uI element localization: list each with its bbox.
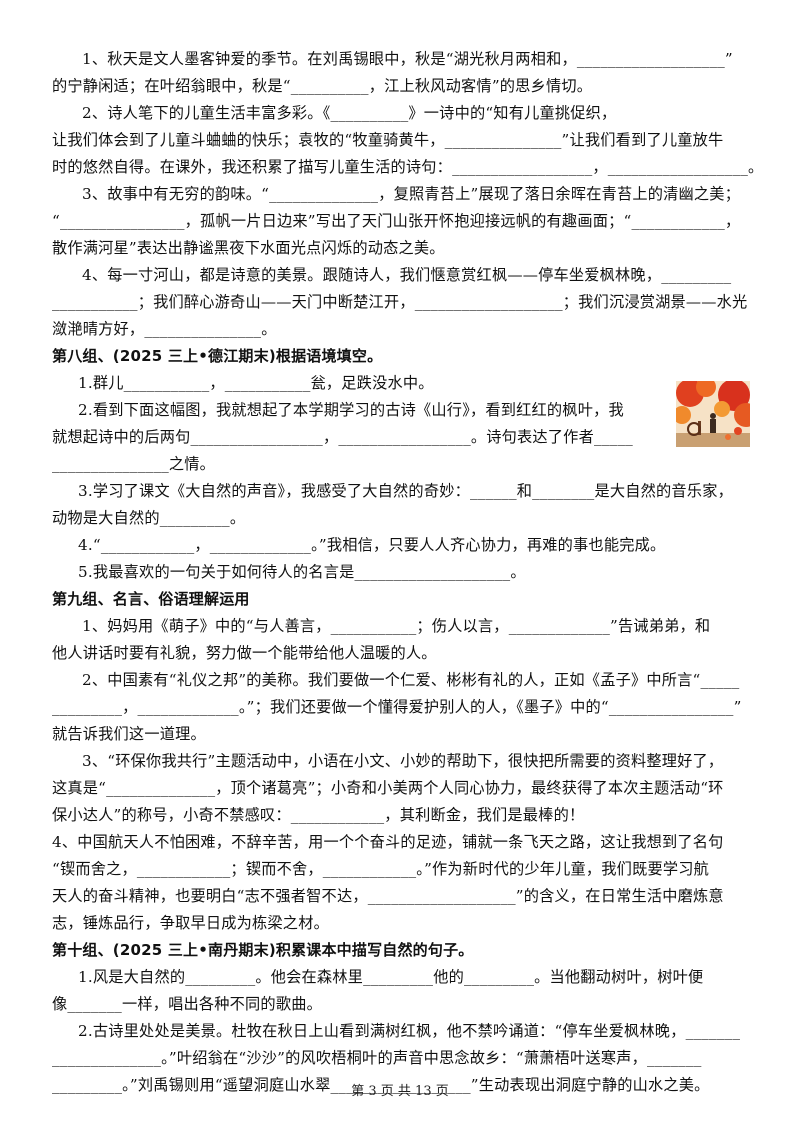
text-line: 3.学习了课文《大自然的声音》，我感受了大自然的奇妙：______和______… — [78, 482, 733, 500]
text-line: ______________。”叶绍翁在“沙沙”的风吹梧桐叶的声音中思念故乡：“… — [52, 1049, 702, 1067]
text-line: 1、妈妈用《萌子》中的“与人善言，___________；伤人以言，______… — [82, 617, 711, 635]
text-line: 潋滟晴方好，_______________。 — [52, 320, 277, 338]
text-line: 就告诉我们这一道理。 — [52, 725, 206, 743]
text-line: 让我们体会到了儿童斗蛐蛐的快乐；袁牧的“牧童骑黄牛，______________… — [52, 131, 724, 149]
text-line: 4.“____________，_____________。”我相信，只要人人齐… — [78, 536, 666, 554]
text-line: 2.古诗里处处是美景。杜牧在秋日上山看到满树红枫，他不禁吟诵道：“停车坐爱枫林晚… — [78, 1022, 741, 1040]
text-line: _______________之情。 — [52, 455, 216, 473]
text-line: _________，_____________。”；我们还要做一个懂得爱护别人的… — [52, 698, 742, 716]
worksheet-body: 1、秋天是文人墨客钟爱的季节。在刘禹锡眼中，秋是“湖光秋月两相和，_______… — [52, 46, 764, 1099]
maple-autumn-illustration — [676, 381, 750, 447]
text-line: 4、中国航天人不怕困难，不辞辛苦，用一个个奋斗的足迹，铺就一条飞天之路，这让我想… — [52, 833, 724, 851]
text-line: “锲而舍之，____________；锲而不舍，____________。”作为… — [52, 860, 710, 878]
text-line: 2、中国素有“礼仪之邦”的美称。我们要做一个仁爱、彬彬有礼的人，正如《孟子》中所… — [82, 671, 740, 689]
text-line: 2.看到下面这幅图，我就想起了本学期学习的古诗《山行》，看到红红的枫叶，我 — [78, 401, 624, 419]
page-footer: 第 3 页 共 13 页 — [351, 1084, 449, 1099]
text-line: “________________，孤帆一片日边来”写出了天门山张开怀抱迎接远帆… — [52, 212, 741, 230]
section-heading: 第八组、(2025 三上•德江期末)根据语境填空。 — [52, 347, 383, 365]
text-line: 的宁静闲适；在叶绍翁眼中，秋是“__________，江上秋风动客情”的思乡情切… — [52, 77, 593, 95]
text-line: 3、故事中有无穷的韵味。“______________，复照青苔上”展现了落日余… — [82, 185, 741, 203]
maple-scene-graphic — [676, 381, 750, 447]
text-line: 1.风是大自然的_________。他会在森林里_________他的_____… — [78, 968, 704, 986]
text-line: 他人讲话时要有礼貌，努力做一个能带给他人温暖的人。 — [52, 644, 437, 662]
text-line: 这真是“______________，顶个诸葛亮”；小奇和小美两个人同心协力，最… — [52, 779, 724, 797]
text-line: 5.我最喜欢的一句关于如何待人的名言是____________________。 — [78, 563, 526, 581]
text-line: _________。”刘禹锡则用“遥望洞庭山水翠________________… — [52, 1076, 710, 1094]
text-line: 就想起诗中的后两句_________________，_____________… — [52, 428, 633, 446]
text-line: 散作满河星”表达出静谧黑夜下水面光点闪烁的动态之美。 — [52, 239, 445, 257]
section-heading: 第十组、(2025 三上•南丹期末)积累课本中描写自然的句子。 — [52, 941, 474, 959]
text-line: 4、每一寸河山，都是诗意的美景。跟随诗人，我们惬意赏红枫——停车坐爱枫林晚，__… — [82, 266, 732, 284]
text-line: 3、“环保你我共行”主题活动中，小语在小文、小妙的帮助下，很快把所需要的资料整理… — [82, 752, 724, 770]
text-line: 像_______一样，唱出各种不同的歌曲。 — [52, 995, 322, 1013]
text-line: 保小达人”的称号，小奇不禁感叹：____________，其利断金，我们是最棒的… — [52, 806, 585, 824]
section-heading: 第九组、名言、俗语理解运用 — [52, 590, 250, 608]
text-line: ___________；我们醉心游奇山——天门中断楚江开，___________… — [52, 293, 748, 311]
worksheet-page: 1、秋天是文人墨客钟爱的季节。在刘禹锡眼中，秋是“湖光秋月两相和，_______… — [52, 46, 764, 1099]
text-line: 志，锤炼品行，争取早日成为栋梁之材。 — [52, 914, 329, 932]
text-line: 天人的奋斗精神，也要明白“志不强者智不达，___________________… — [52, 887, 724, 905]
text-line: 时的悠然自得。在课外，我还积累了描写儿童生活的诗句：______________… — [52, 158, 764, 176]
text-line: 2、诗人笔下的儿童生活丰富多彩。《__________》一诗中的“知有儿童挑促织… — [82, 104, 617, 122]
text-line: 1.群儿___________，___________瓮，足跌没水中。 — [78, 374, 434, 392]
text-line: 1、秋天是文人墨客钟爱的季节。在刘禹锡眼中，秋是“湖光秋月两相和，_______… — [82, 50, 733, 68]
text-line: 动物是大自然的_________。 — [52, 509, 246, 527]
